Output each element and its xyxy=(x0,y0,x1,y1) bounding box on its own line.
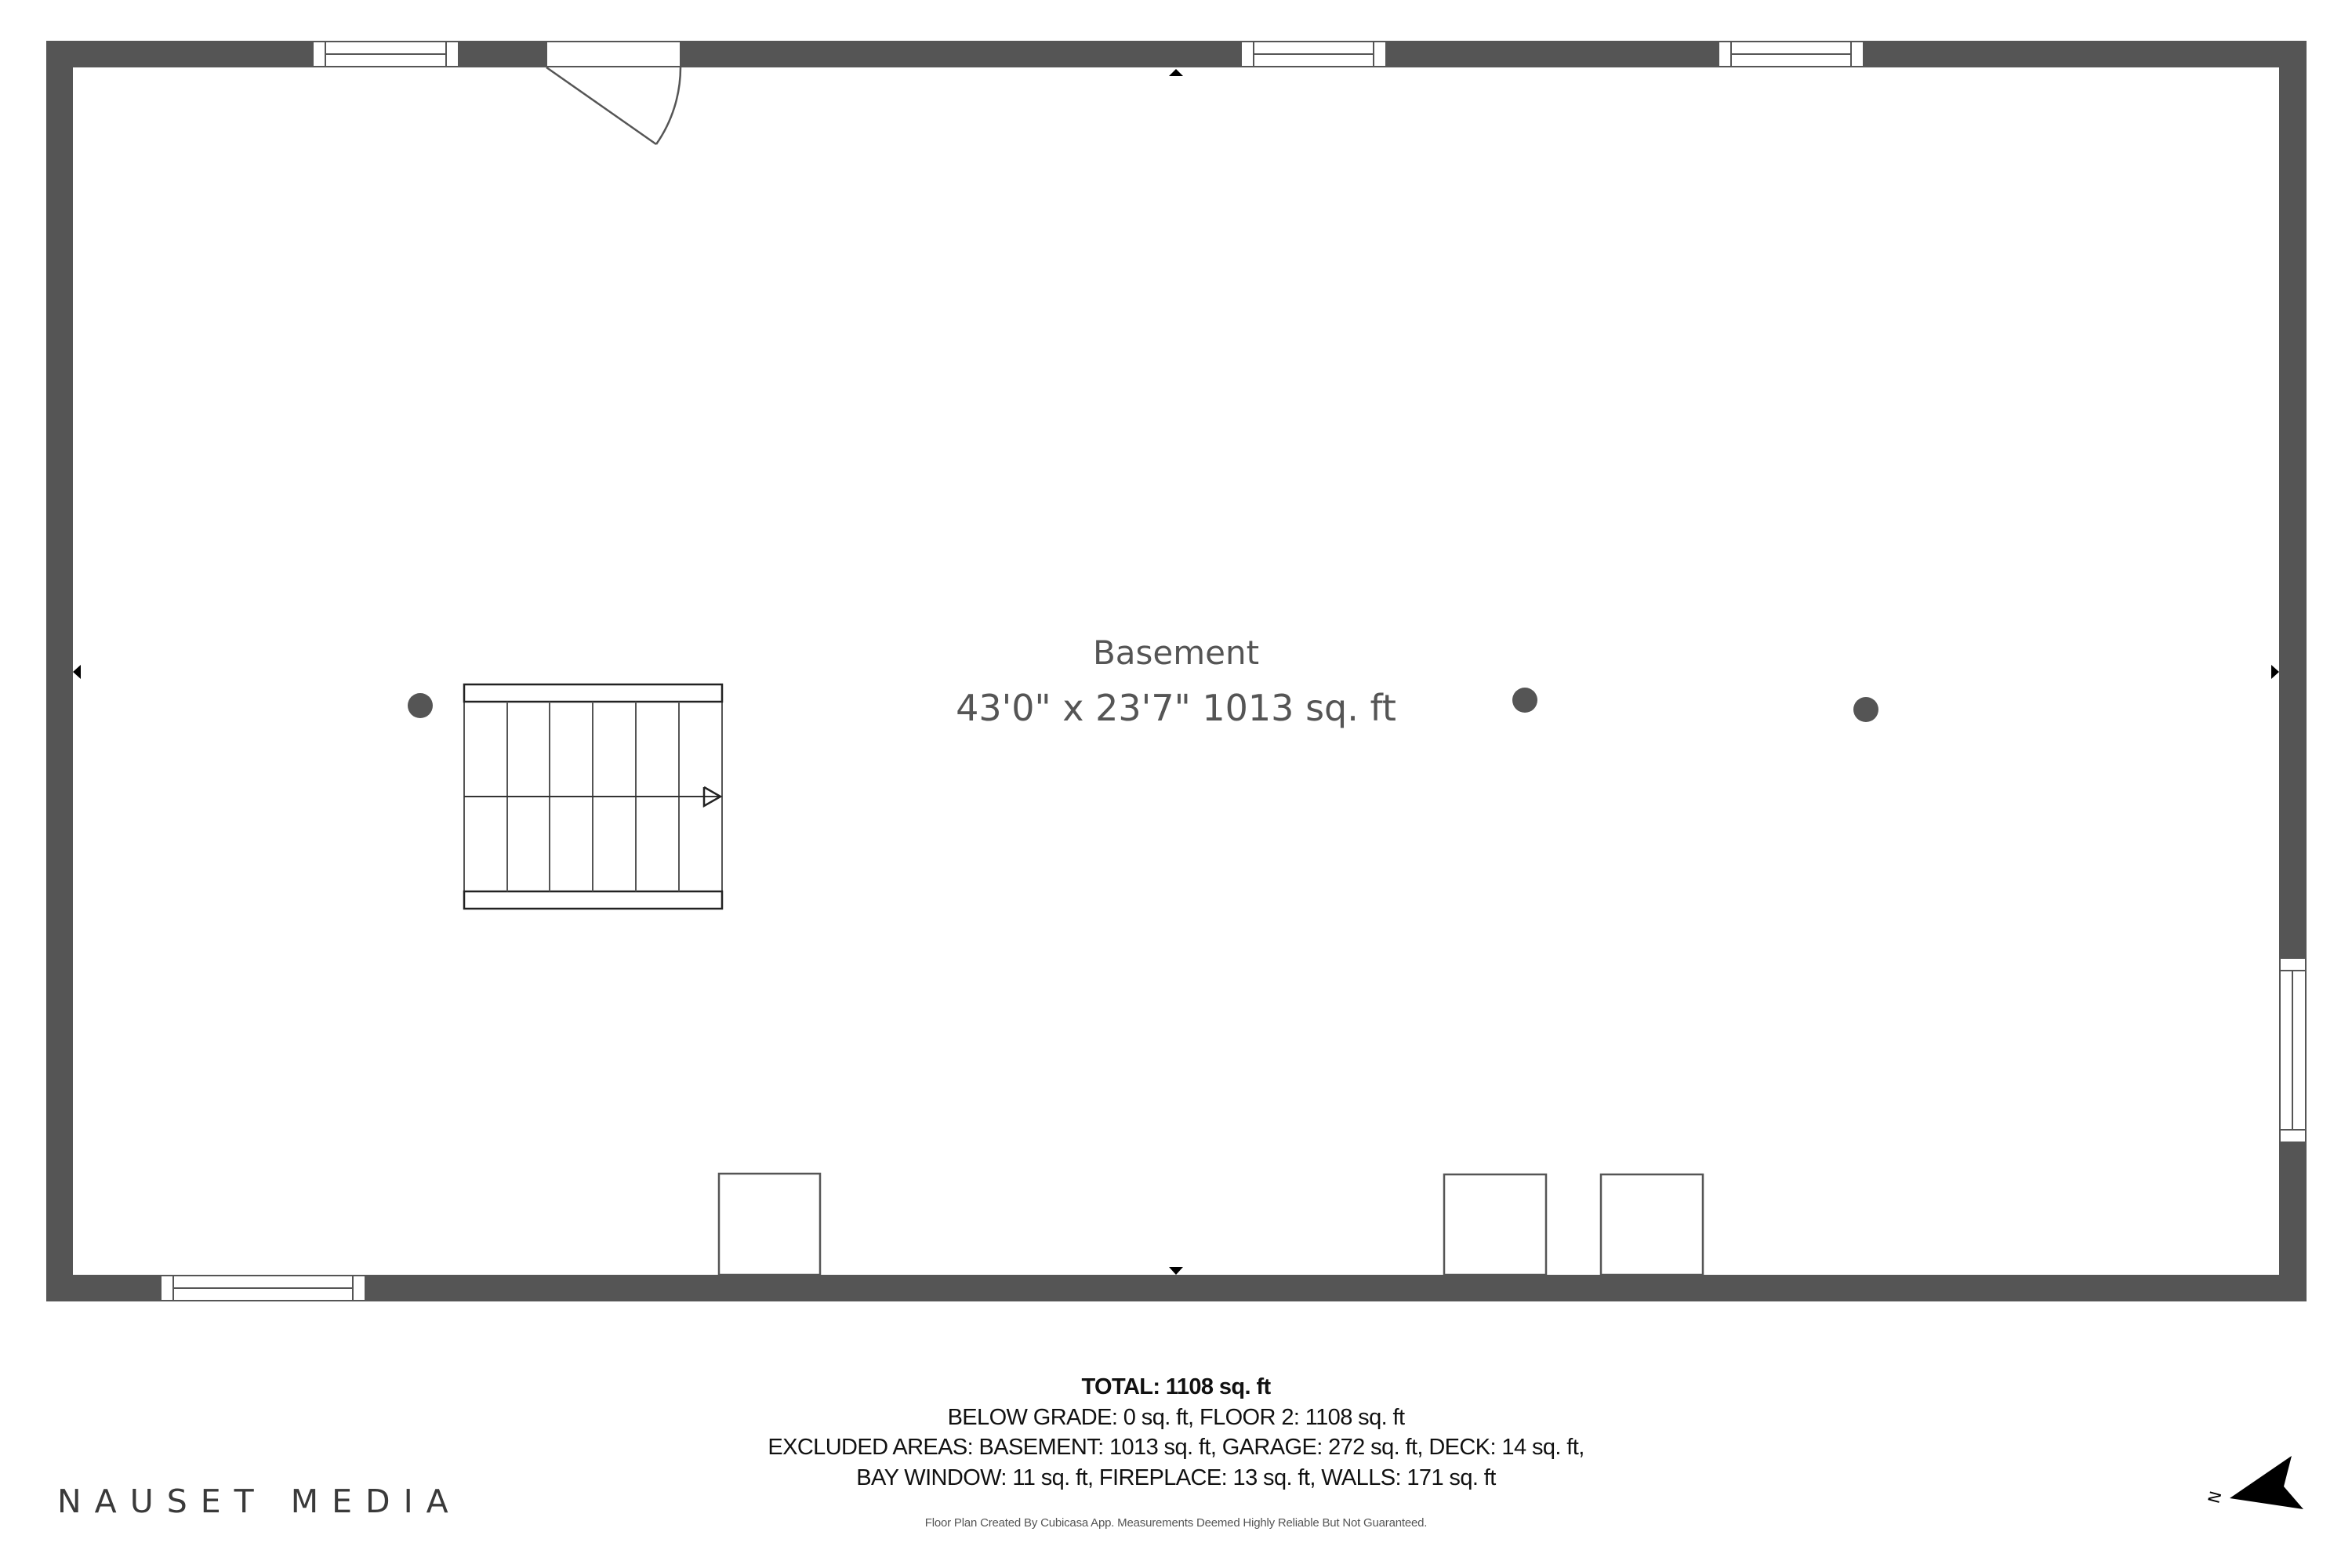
brand-logo: NAUSET MEDIA xyxy=(57,1483,462,1520)
marker-bottom xyxy=(1169,1267,1183,1275)
wall-left xyxy=(46,41,73,1301)
window-top-1 xyxy=(312,41,459,67)
window-top-2 xyxy=(1240,41,1387,67)
disclaimer-note: Floor Plan Created By Cubicasa App. Meas… xyxy=(924,1516,1428,1530)
compass-label: N xyxy=(2204,1489,2225,1505)
window-right xyxy=(2279,957,2307,1143)
fixture-box xyxy=(1443,1173,1548,1276)
door xyxy=(546,41,682,146)
summary-total: TOTAL: 1108 sq. ft xyxy=(1081,1374,1271,1399)
summary-line-3: BAY WINDOW: 11 sq. ft, FIREPLACE: 13 sq.… xyxy=(856,1465,1496,1490)
fixture-box xyxy=(1599,1173,1704,1276)
fixture-box xyxy=(717,1172,822,1276)
staircase xyxy=(463,683,724,910)
summary-line-2: EXCLUDED AREAS: BASEMENT: 1013 sq. ft, G… xyxy=(768,1435,1584,1460)
column-post xyxy=(1853,697,1878,722)
column-post xyxy=(408,693,433,718)
area-summary: TOTAL: 1108 sq. ft BELOW GRADE: 0 sq. ft… xyxy=(549,1372,1803,1493)
marker-right xyxy=(2271,665,2279,679)
room-dimensions: 43'0" x 23'7" 1013 sq. ft xyxy=(956,687,1396,729)
window-bottom xyxy=(160,1275,366,1301)
summary-line-1: BELOW GRADE: 0 sq. ft, FLOOR 2: 1108 sq.… xyxy=(947,1404,1405,1430)
column-post xyxy=(1512,688,1537,713)
north-arrow-icon: N xyxy=(2204,1456,2303,1509)
marker-left xyxy=(73,665,81,679)
marker-top xyxy=(1169,69,1183,76)
room-name: Basement xyxy=(1092,633,1260,672)
window-top-3 xyxy=(1718,41,1864,67)
stair-direction-arrow-icon xyxy=(702,786,723,808)
wall-bottom xyxy=(46,1275,2307,1301)
